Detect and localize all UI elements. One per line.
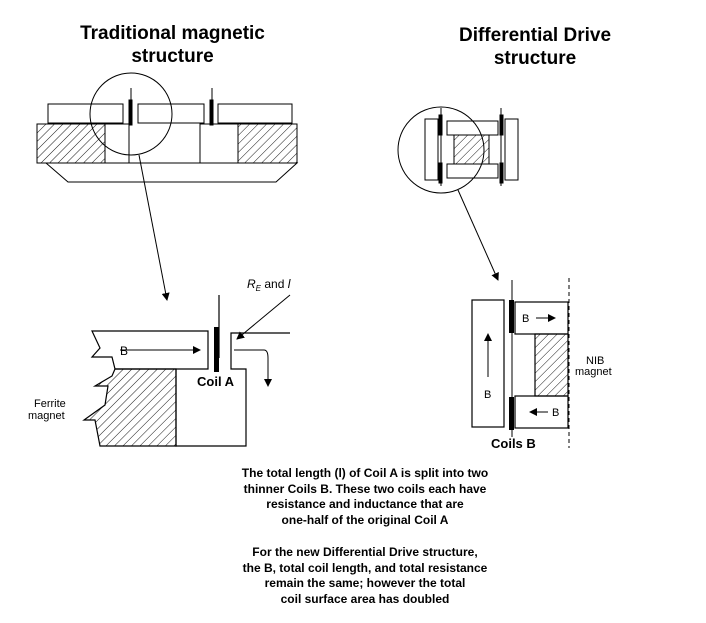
b-label-bottom: B — [552, 407, 559, 419]
paragraph-line: the B, total coil length, and total resi… — [242, 560, 488, 575]
paragraph-line: resistance and inductance that are — [266, 497, 464, 511]
coil-b-bottom-right — [499, 162, 504, 184]
coil-left — [128, 99, 133, 126]
title-line: Differential Drive — [458, 25, 612, 46]
paragraph-line: The total length (l) of Coil A is split … — [241, 466, 489, 480]
top-plate-left — [47, 103, 124, 124]
title-line: structure — [493, 48, 577, 69]
traditional-detail — [82, 294, 291, 447]
coil-right — [209, 99, 214, 126]
differential-detail — [471, 278, 570, 448]
nib-label-line2: magnet — [575, 366, 612, 378]
paragraph-line: thinner Coils B. These two coils each ha… — [243, 481, 487, 496]
pole-piece-left — [104, 123, 130, 164]
inner-plate-top — [446, 120, 499, 136]
paragraph-line: coil surface area has doubled — [280, 591, 450, 606]
traditional-structure-title: Traditional magnetic structure — [40, 22, 305, 68]
re-pointer-arrow — [236, 294, 291, 340]
title-line: Traditional magnetic — [80, 23, 265, 44]
outer-plate-zoomed — [471, 299, 505, 428]
top-plate-zoomed — [90, 330, 209, 370]
ferrite-magnet-zoomed — [82, 368, 177, 447]
nib-magnet-zoomed — [534, 333, 569, 397]
paragraph-line: For the new Differential Drive structure… — [252, 545, 478, 559]
pole-piece-right — [199, 123, 239, 164]
top-plate-right — [217, 103, 293, 124]
zoom-arrow-differential — [457, 189, 499, 281]
re-and-l-label: RE and l — [247, 277, 291, 293]
zoom-circle-traditional — [89, 72, 173, 156]
coils-b-label: Coils B — [491, 436, 536, 451]
outer-plate-right — [504, 118, 519, 181]
ferrite-magnet-left — [36, 123, 106, 164]
b-label-top: B — [522, 313, 529, 325]
pole-piece-zoomed — [175, 332, 290, 447]
flux-return-arrow — [234, 349, 272, 387]
title-line: structure — [131, 46, 214, 67]
ferrite-label-line2: magnet — [28, 410, 65, 422]
differential-top-section — [397, 106, 519, 194]
paragraph-line: remain the same; however the total — [264, 576, 466, 590]
coil-b-top-left — [438, 114, 443, 136]
coil-b-bottom-left — [438, 162, 443, 184]
re-subscript: E — [256, 284, 262, 293]
differential-drive-title: Differential Drive structure — [410, 24, 660, 70]
back-plate — [44, 162, 299, 183]
inner-plate-bottom — [446, 163, 499, 179]
explanation-paragraph-1: The total length (l) of Coil A is split … — [180, 466, 550, 528]
coil-b-bottom-zoomed — [509, 397, 514, 430]
coil-a-label: Coil A — [197, 374, 235, 389]
traditional-top-section — [36, 72, 299, 183]
nib-label-line1: NIB — [586, 355, 604, 367]
b-label-left: B — [120, 344, 128, 358]
explanation-paragraph-2: For the new Differential Drive structure… — [180, 545, 550, 607]
zoom-circle-differential — [397, 106, 485, 194]
b-label-vertical: B — [484, 389, 491, 401]
paragraph-line: one-half of the original Coil A — [281, 512, 449, 527]
ferrite-label-line1: Ferrite — [34, 398, 66, 410]
outer-plate-left — [424, 118, 439, 181]
l-symbol: l — [288, 277, 291, 291]
zoom-arrow-traditional — [138, 154, 170, 301]
coil-a-zoomed — [214, 327, 219, 372]
re-and-text: and — [261, 277, 288, 291]
re-symbol: R — [247, 277, 256, 291]
coil-b-top-zoomed — [509, 300, 514, 333]
coil-b-top-right — [499, 114, 504, 136]
ferrite-magnet-right — [237, 123, 298, 164]
